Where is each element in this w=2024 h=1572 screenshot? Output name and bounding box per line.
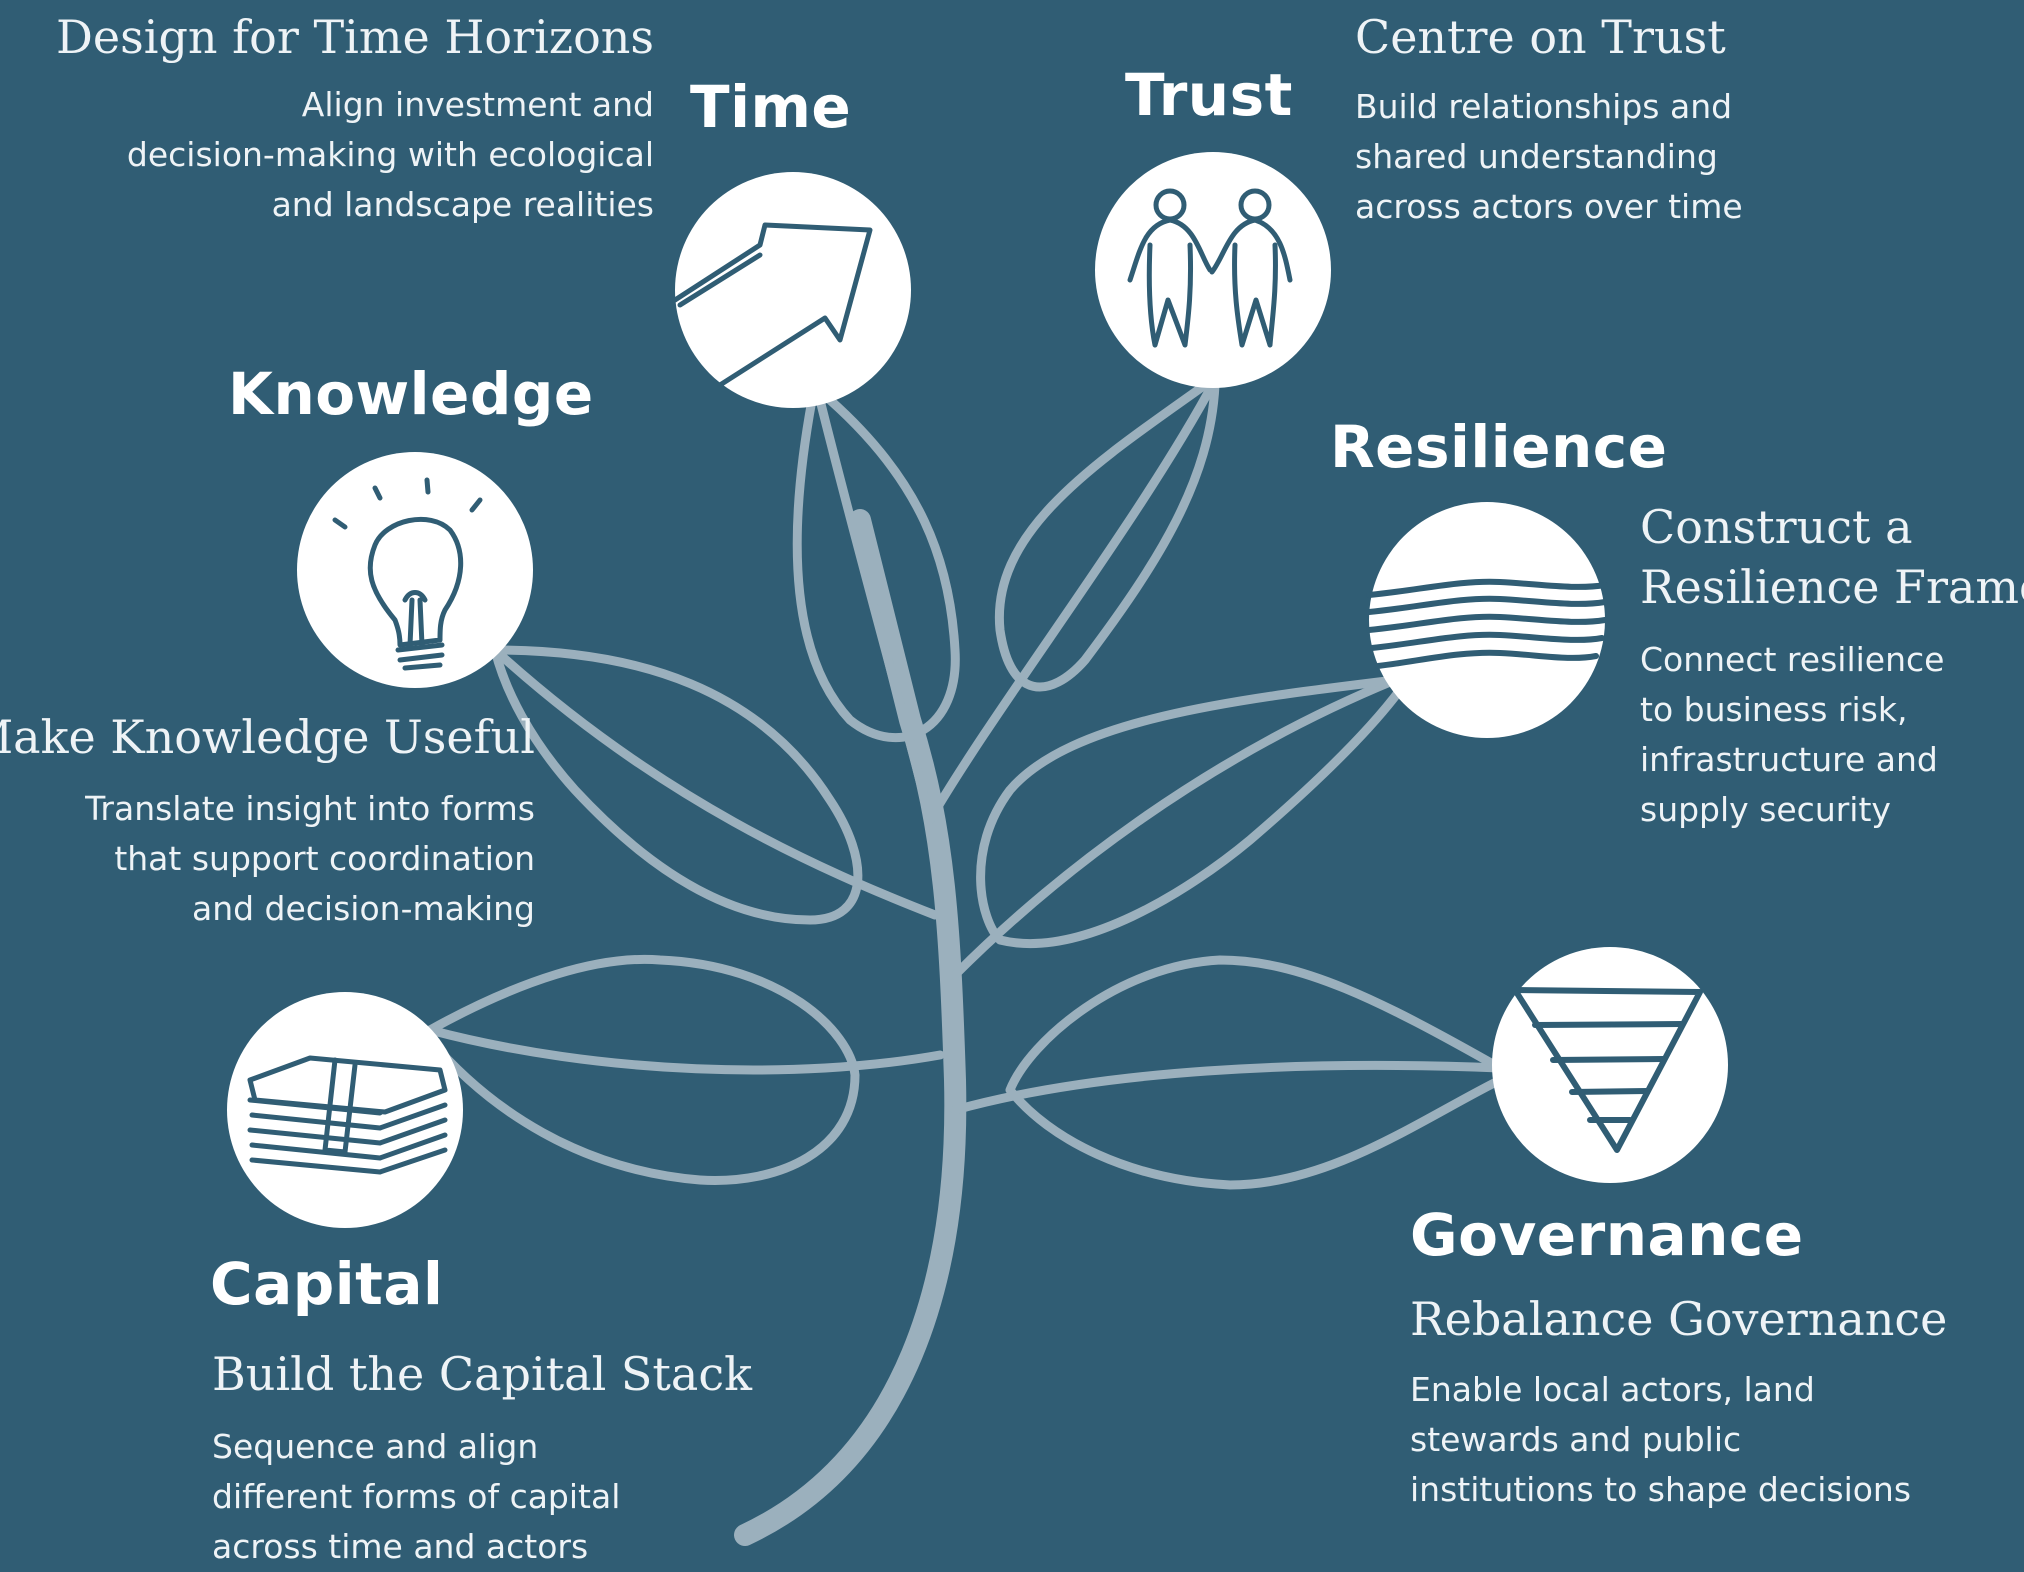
- capital-title: Capital: [210, 1250, 444, 1318]
- time-title: Time: [690, 73, 852, 141]
- branch-time: [815, 395, 935, 825]
- waves-icon: [1366, 578, 1608, 669]
- knowledge-heading: Make Knowledge Useful: [0, 710, 535, 764]
- knowledge-description-line: Translate insight into forms: [85, 789, 535, 828]
- trust-description-line: Build relationships and: [1355, 87, 1733, 126]
- money-stack-icon: [247, 1055, 448, 1175]
- trust-description-line: shared understanding: [1355, 137, 1718, 176]
- leaf-governance: [1005, 955, 1505, 1190]
- knowledge-title: Knowledge: [228, 360, 594, 428]
- leaf-trust: [994, 380, 1220, 692]
- knowledge-description-line: and decision-making: [191, 889, 535, 928]
- arrow-up-right-icon: [672, 222, 873, 388]
- resilience-description-line: supply security: [1640, 790, 1891, 829]
- governance-title: Governance: [1410, 1201, 1804, 1269]
- leaf-knowledge: [490, 645, 863, 925]
- knowledge-circle: [297, 452, 533, 688]
- time-description-line: Align investment and: [301, 85, 654, 124]
- trust-title: Trust: [1125, 61, 1293, 129]
- capital-description-line: Sequence and align: [212, 1427, 539, 1466]
- inverted-triangle-icon: [1512, 987, 1703, 1153]
- time-circle: [672, 172, 911, 408]
- governance-circle: [1492, 947, 1728, 1183]
- branch-capital: [425, 1025, 945, 1075]
- leaf-resilience: [976, 675, 1405, 948]
- branch-governance: [950, 1060, 1505, 1115]
- resilience-heading: Construct a Resilience Frame: [1640, 498, 2024, 618]
- holding-hands-icon: [1127, 188, 1293, 348]
- trust-description: Build relationships and shared understan…: [1355, 82, 1743, 232]
- branch-trust: [925, 375, 1220, 825]
- resilience-description-line: Connect resilience: [1640, 640, 1945, 679]
- resilience-circle: [1366, 502, 1608, 738]
- capital-description-line: across time and actors: [212, 1527, 589, 1566]
- governance-description-line: stewards and public: [1410, 1420, 1742, 1459]
- tree-trunk: [734, 509, 967, 1546]
- knowledge-description-line: that support coordination: [114, 839, 535, 878]
- resilience-heading-line: Construct a: [1640, 500, 1913, 554]
- resilience-description: Connect resilience to business risk, inf…: [1640, 635, 1944, 835]
- time-description-line: decision-making with ecological: [126, 135, 654, 174]
- capital-circle: [227, 992, 463, 1228]
- branch-knowledge: [490, 645, 940, 920]
- knowledge-description: Translate insight into forms that suppor…: [85, 784, 535, 934]
- branch-resilience: [950, 675, 1400, 980]
- governance-description-line: Enable local actors, land: [1410, 1370, 1815, 1409]
- capital-description: Sequence and align different forms of ca…: [212, 1422, 620, 1572]
- governance-description: Enable local actors, land stewards and p…: [1410, 1365, 1911, 1515]
- trust-description-line: across actors over time: [1355, 187, 1743, 226]
- resilience-heading-line: Resilience Frame: [1640, 559, 2024, 614]
- lightbulb-icon: [332, 477, 483, 671]
- time-description: Align investment and decision-making wit…: [127, 80, 654, 230]
- capital-description-line: different forms of capital: [212, 1477, 621, 1516]
- resilience-title: Resilience: [1330, 413, 1668, 481]
- trust-circle: [1095, 152, 1331, 388]
- governance-heading: Rebalance Governance: [1410, 1292, 1948, 1346]
- resilience-description-line: infrastructure and: [1640, 740, 1938, 779]
- time-description-line: and landscape realities: [271, 185, 654, 224]
- leaf-time: [792, 395, 960, 742]
- resilience-description-line: to business risk,: [1640, 690, 1908, 729]
- trust-heading: Centre on Trust: [1355, 10, 1726, 64]
- time-heading: Design for Time Horizons: [56, 10, 654, 64]
- governance-description-line: institutions to shape decisions: [1410, 1470, 1912, 1509]
- leaf-capital: [425, 954, 860, 1185]
- capital-heading: Build the Capital Stack: [212, 1347, 752, 1401]
